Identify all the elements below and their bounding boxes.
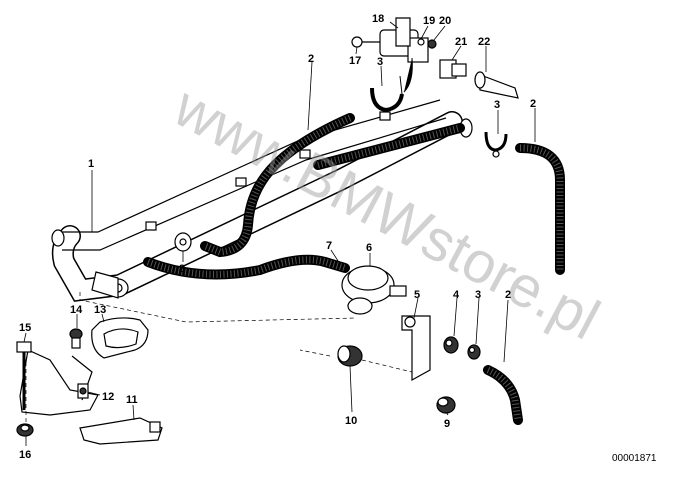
callout-9: 9 (444, 418, 450, 430)
callout-4: 4 (453, 289, 460, 301)
pressure-regulator (341, 265, 407, 315)
bracket-5 (337, 315, 456, 414)
callout-20: 20 (439, 15, 451, 27)
callout-5: 5 (414, 289, 420, 301)
callout-19: 19 (423, 15, 435, 27)
callout-15: 15 (19, 322, 31, 334)
callout-17: 17 (349, 55, 361, 67)
callout-6: 6 (366, 242, 372, 254)
callout-8: 8 (179, 263, 185, 275)
callout-10: 10 (345, 415, 357, 427)
callout-22: 22 (478, 36, 490, 48)
callout-3: 3 (475, 289, 481, 301)
parts-drawing (16, 17, 565, 445)
callout-1: 1 (88, 158, 94, 170)
callout-21: 21 (455, 36, 467, 48)
dashed-leaders (79, 292, 357, 357)
callout-2: 2 (505, 289, 511, 301)
callouts: 1 2 2 2 3 3 3 4 5 6 7 8 9 10 11 12 13 14… (19, 13, 536, 461)
callout-7: 7 (326, 240, 332, 252)
callout-14: 14 (70, 304, 83, 316)
valve-assembly (351, 17, 519, 158)
callout-3: 3 (494, 99, 500, 111)
callout-3: 3 (377, 56, 383, 68)
callout-12: 12 (102, 391, 114, 403)
callout-16: 16 (19, 449, 31, 461)
callout-2: 2 (308, 53, 314, 65)
callout-11: 11 (126, 394, 138, 406)
reference-number: 00001871 (612, 453, 657, 464)
mount-assembly (16, 317, 163, 445)
clip-8 (174, 232, 192, 252)
washers (443, 336, 481, 360)
fuel-rail (51, 99, 473, 302)
callout-18: 18 (372, 13, 384, 25)
callout-2: 2 (530, 98, 536, 110)
leader-lines (23, 21, 536, 446)
callout-13: 13 (94, 304, 106, 316)
fuel-hoses (143, 113, 565, 425)
